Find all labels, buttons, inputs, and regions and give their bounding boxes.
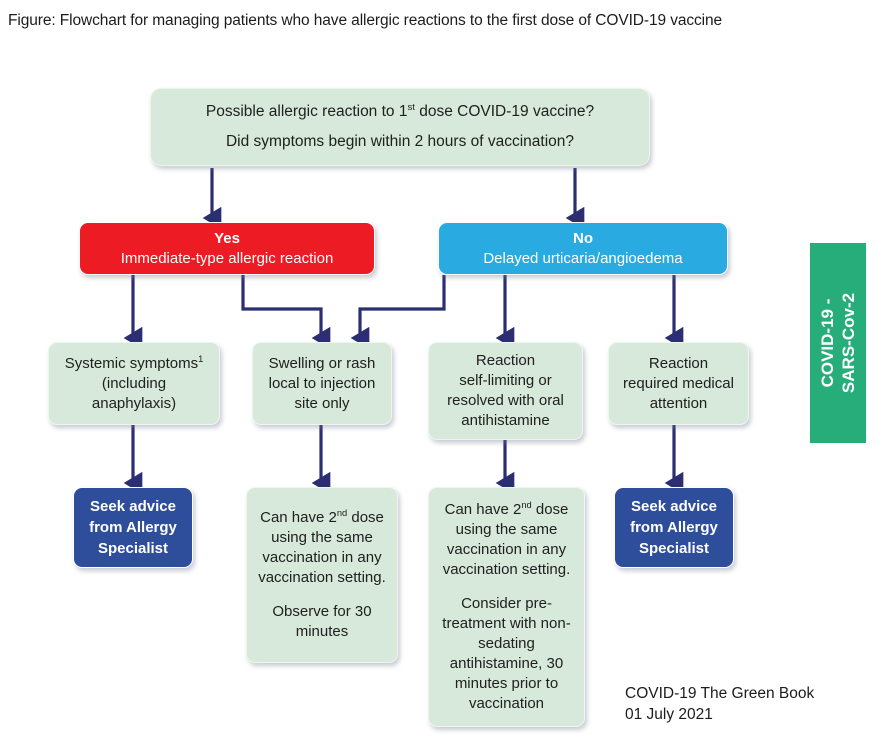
outcome-box-second-dose-pretreatment: Can have 2nd dose using the same vaccina… <box>428 487 585 727</box>
question-node: Possible allergic reaction to 1st dose C… <box>150 88 650 166</box>
branch-no-subtitle: Delayed urticaria/angioedema <box>483 249 683 267</box>
criteria-1-line-2: (including <box>101 374 167 392</box>
outcome-4-line-3: Specialist <box>638 540 710 557</box>
outcome-1-line-3: Specialist <box>97 540 169 557</box>
criteria-4-line-2: required medical <box>623 374 734 392</box>
outcome-4-line-2: from Allergy <box>630 519 718 536</box>
outcome-3-spacer <box>436 580 577 594</box>
outcome-1-line-1: Seek advice <box>90 498 176 515</box>
criteria-box-medical-attention: Reaction required medical attention <box>608 342 749 425</box>
criteria-2-line-1: Swelling or rash <box>268 354 376 372</box>
side-tab-covid19: COVID-19 - SARS-Cov-2 <box>810 243 866 443</box>
question-line-1: Possible allergic reaction to 1st dose C… <box>205 101 595 120</box>
branch-no: No Delayed urticaria/angioedema <box>438 222 728 275</box>
criteria-box-local-swelling: Swelling or rash local to injection site… <box>252 342 392 425</box>
question-line-2: Did symptoms begin within 2 hours of vac… <box>225 133 575 150</box>
branch-yes: Yes Immediate-type allergic reaction <box>79 222 375 275</box>
criteria-2-line-2: local to injection <box>268 374 376 392</box>
criteria-4-line-1: Reaction <box>648 354 709 372</box>
figure-title: Figure: Flowchart for managing patients … <box>8 12 723 29</box>
branch-yes-heading: Yes <box>214 229 240 247</box>
outcome-box-seek-advice-right: Seek advice from Allergy Specialist <box>614 487 734 568</box>
outcome-3-paragraph-1: Can have 2nd dose using the same vaccina… <box>442 500 571 578</box>
footer-attribution: COVID-19 The Green Book 01 July 2021 <box>625 683 814 725</box>
criteria-3-line-2: self-limiting or <box>459 372 552 389</box>
criteria-1-line-1: Systemic symptoms1 <box>64 353 204 372</box>
criteria-1-line-3: anaphylaxis) <box>91 394 177 412</box>
outcome-box-second-dose-observe: Can have 2nd dose using the same vaccina… <box>246 487 398 663</box>
criteria-4-line-3: attention <box>649 394 708 412</box>
outcome-4-line-1: Seek advice <box>631 498 717 515</box>
outcome-box-seek-advice-left: Seek advice from Allergy Specialist <box>73 487 193 568</box>
branch-no-heading: No <box>573 229 593 247</box>
outcome-3-paragraph-2: Consider pre-treatment with non-sedating… <box>442 595 571 712</box>
outcome-2-paragraph-1: Can have 2nd dose using the same vaccina… <box>258 508 386 586</box>
criteria-box-self-limiting: Reaction self-limiting or resolved with … <box>428 342 583 440</box>
criteria-2-line-3: site only <box>294 394 350 412</box>
side-tab-line-1: COVID-19 - <box>818 298 837 388</box>
side-tab-label: COVID-19 - SARS-Cov-2 <box>817 293 859 393</box>
criteria-3-line-3: resolved with oral <box>447 392 564 409</box>
footer-line-1: COVID-19 The Green Book <box>625 685 815 702</box>
criteria-3-line-4: antihistamine <box>461 412 550 429</box>
branch-yes-subtitle: Immediate-type allergic reaction <box>120 249 334 267</box>
criteria-3-line-1: Reaction <box>475 352 536 369</box>
outcome-2-paragraph-2: Observe for 30 minutes <box>272 603 372 640</box>
side-tab-line-2: SARS-Cov-2 <box>839 292 858 394</box>
outcome-2-spacer <box>254 588 390 602</box>
footer-line-2: 01 July 2021 <box>625 706 713 723</box>
outcome-1-line-2: from Allergy <box>89 519 177 536</box>
criteria-box-systemic-symptoms: Systemic symptoms1 (including anaphylaxi… <box>48 342 220 425</box>
